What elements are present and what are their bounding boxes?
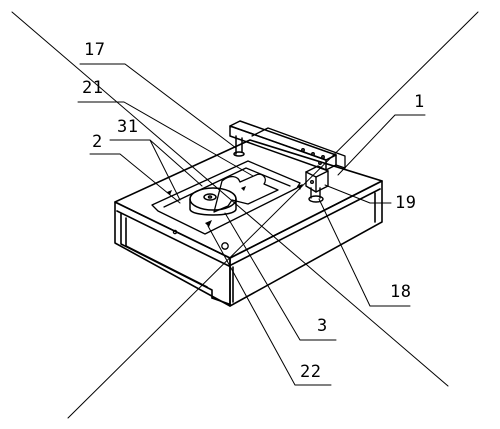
carriage-base — [309, 196, 323, 202]
label-17: 17 — [84, 40, 106, 60]
rotary-disc — [190, 188, 236, 215]
disc-center — [209, 196, 212, 198]
label-19: 19 — [395, 193, 417, 213]
carriage-top-edge-2 — [316, 171, 328, 177]
carriage-top-edge — [306, 172, 316, 177]
top-plate — [152, 161, 300, 249]
label-18: 18 — [390, 282, 412, 302]
rear-block — [252, 128, 345, 168]
diagonal-line-right-to-left — [68, 12, 478, 418]
leader-lines — [78, 64, 425, 385]
leader-31-b — [150, 140, 180, 200]
rail-hole-1 — [302, 149, 304, 151]
front-inner-recess-2 — [126, 218, 207, 287]
marker-4 — [167, 190, 172, 195]
post-left-base — [234, 152, 244, 156]
leader-21 — [78, 102, 253, 176]
label-3: 3 — [317, 316, 328, 336]
leader-17 — [80, 64, 236, 148]
base-box — [115, 140, 382, 306]
cross-out-lines — [12, 12, 478, 418]
disc-hub — [204, 194, 216, 200]
plate-inner — [164, 168, 290, 207]
markers — [167, 184, 303, 227]
plate-cutout — [214, 174, 278, 212]
label-21: 21 — [82, 78, 104, 98]
carriage-pin — [311, 181, 314, 184]
disc-side — [190, 199, 236, 215]
label-31: 31 — [117, 117, 139, 137]
front-rim — [117, 189, 380, 266]
label-2: 2 — [92, 132, 103, 152]
label-22: 22 — [300, 362, 322, 382]
front-recess-edge — [212, 298, 229, 304]
marker-2 — [241, 186, 246, 191]
rear-block-outline — [252, 128, 345, 168]
leader-19 — [325, 185, 391, 203]
leader-2 — [90, 154, 180, 203]
rail-hole-3 — [322, 156, 324, 158]
rail-hole-4 — [319, 162, 321, 164]
rear-block-edge — [336, 165, 345, 168]
guide-rail — [230, 121, 336, 170]
marker-3 — [297, 184, 303, 190]
plate-outline — [152, 161, 300, 234]
plate-hole-b — [222, 243, 228, 249]
box-top-face — [115, 140, 382, 258]
label-1: 1 — [414, 92, 425, 112]
rail-hole-2 — [312, 153, 314, 155]
rail-end — [326, 155, 336, 160]
box-right-face — [230, 181, 382, 306]
plate-hole-a — [173, 230, 176, 233]
leader-22 — [208, 226, 331, 385]
marker-1 — [205, 220, 212, 227]
leader-3 — [225, 213, 336, 340]
rail-end-3 — [326, 165, 336, 170]
leader-18 — [319, 199, 410, 306]
leader-1 — [338, 115, 425, 175]
diagonal-line-left-to-right — [12, 12, 448, 386]
